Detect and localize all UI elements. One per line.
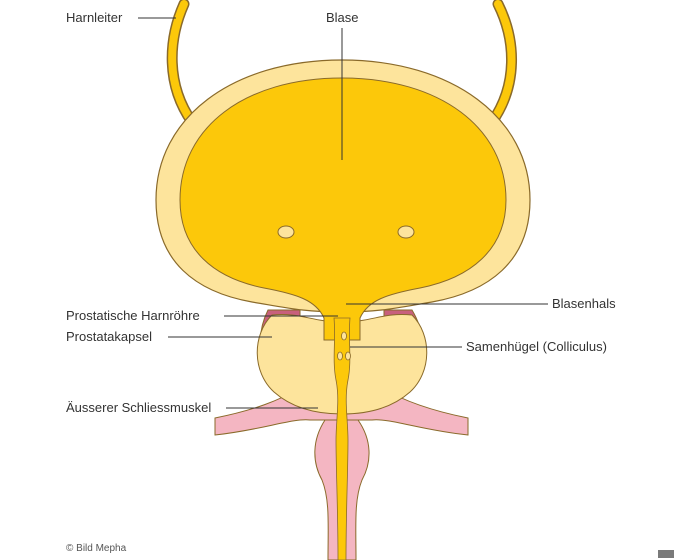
label-prostatakapsel: Prostatakapsel — [66, 329, 152, 344]
colliculus-dot — [341, 331, 347, 341]
ureter-left-fill — [168, 0, 196, 126]
colliculus-dot — [337, 351, 343, 361]
label-blasenhals: Blasenhals — [552, 296, 616, 311]
label-harnleiter: Harnleiter — [66, 10, 123, 25]
ureter-orifice-left — [277, 225, 295, 239]
bladder-lumen — [179, 77, 507, 341]
colliculus-dot — [345, 351, 351, 361]
ureter-orifice-right — [397, 225, 415, 239]
corner-marker — [658, 550, 674, 558]
label-schliessmuskel: Äusserer Schliessmuskel — [66, 400, 212, 415]
image-credit: © Bild Mepha — [66, 543, 127, 554]
ureter-right-fill — [488, 0, 516, 126]
label-blase: Blase — [326, 10, 359, 25]
urethra-lumen — [333, 317, 351, 560]
label-prostatische-harnroehre: Prostatische Harnröhre — [66, 308, 200, 323]
label-samenhuegel: Samenhügel (Colliculus) — [466, 339, 607, 354]
